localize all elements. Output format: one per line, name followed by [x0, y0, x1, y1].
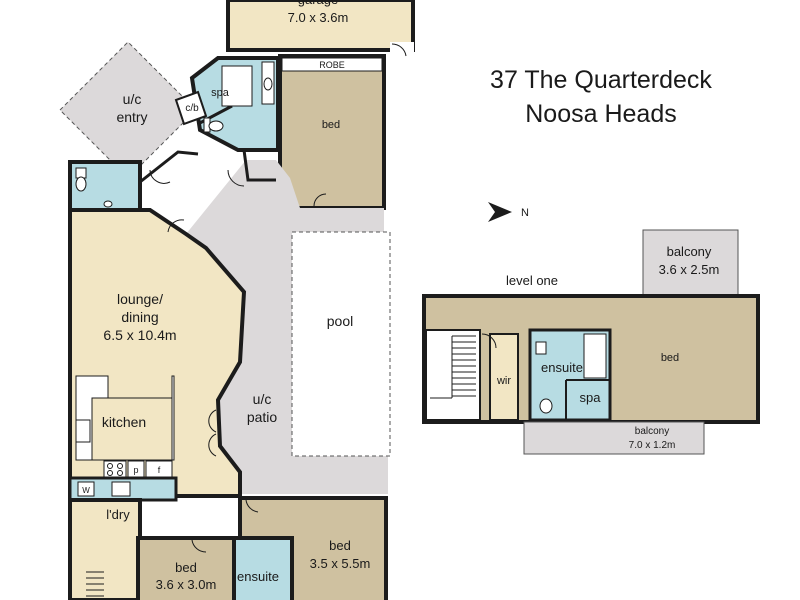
patio-door-swing-2 — [208, 433, 217, 457]
garage-label: garage — [298, 0, 338, 7]
balcony-top-size: 3.6 x 2.5m — [659, 262, 720, 277]
level-one-stairs — [430, 335, 476, 399]
entry-label: u/c — [123, 91, 142, 107]
bed-main-door-swing — [313, 193, 327, 207]
washer-label: W — [82, 486, 90, 495]
spa-label: spa — [211, 87, 230, 99]
address-line-2: Noosa Heads — [525, 100, 676, 128]
compass-label: N — [521, 207, 529, 219]
wir-label: wir — [496, 375, 511, 387]
robe-label: ROBE — [319, 60, 345, 70]
garage-room — [226, 0, 415, 52]
spa-tub — [221, 65, 253, 107]
balcony-top-label: balcony — [667, 244, 712, 259]
level-one-toilet — [539, 398, 553, 414]
bed-2-door-swing — [191, 539, 207, 553]
garage-size: 7.0 x 3.6m — [288, 10, 349, 25]
kitchen-sink — [75, 419, 91, 443]
robe-strip — [281, 57, 383, 72]
balcony-top — [642, 229, 739, 297]
wc2-toilet — [75, 176, 87, 192]
balcony-bottom-size: 7.0 x 1.2m — [629, 440, 676, 451]
lounge-label-2: dining — [121, 309, 158, 325]
pool-area — [291, 231, 391, 457]
pantry-label: p — [133, 465, 138, 475]
pool-label: pool — [327, 313, 353, 329]
hall-wall — [139, 150, 199, 184]
cupboard-room — [174, 90, 208, 126]
patio-door-swing — [208, 409, 217, 433]
garage-door-swing — [391, 43, 407, 57]
lower-passage — [68, 498, 142, 600]
bed-2-room — [136, 536, 236, 600]
kitchen-label: kitchen — [102, 414, 146, 430]
address-line-1: 37 The Quarterdeck — [490, 66, 712, 94]
patio-label-2: patio — [247, 409, 278, 425]
cooktop-burner-1 — [107, 463, 113, 469]
lounge-label: lounge/ — [117, 291, 163, 307]
level-one-basin — [535, 341, 547, 355]
wir-room — [489, 333, 519, 421]
bed-main-room — [278, 54, 386, 210]
bed-3-label: bed — [329, 538, 351, 553]
wir-door-swing — [481, 333, 497, 349]
hall-wall-2 — [242, 149, 276, 182]
level-one-shower — [583, 333, 607, 379]
level-one-bed-label: bed — [661, 352, 679, 364]
wc2-basin — [103, 200, 113, 208]
lounge-door-swing — [167, 219, 185, 233]
spa-basin — [263, 77, 273, 91]
cooktop-burner-4 — [117, 470, 123, 476]
laundry-tub — [111, 481, 131, 497]
fridge-label: f — [158, 465, 161, 475]
patio-label: u/c — [253, 391, 272, 407]
cooktop-burner-2 — [117, 463, 123, 469]
level-one-ensuite-label: ensuite — [541, 360, 583, 375]
lounge-size: 6.5 x 10.4m — [103, 327, 176, 343]
bed-2-label: bed — [175, 560, 197, 575]
bed-2-size: 3.6 x 3.0m — [156, 577, 217, 592]
ground-stairs — [86, 571, 104, 597]
kitchen-island — [91, 397, 173, 461]
ensuite-room-top — [232, 536, 294, 600]
garage-door-gap — [390, 42, 414, 52]
bed-3-size: 3.5 x 5.5m — [310, 556, 371, 571]
cooktop-burner-3 — [107, 470, 113, 476]
wc-toilet — [208, 120, 224, 132]
outdoor-area — [186, 160, 388, 494]
hall-door-swing — [149, 169, 171, 184]
cooktop — [103, 460, 127, 478]
level-one-label: level one — [506, 273, 558, 288]
stair-zone — [425, 329, 481, 421]
entry-label-2: entry — [116, 109, 147, 125]
cupboard-label: c/b — [185, 103, 199, 114]
hall-door-swing-2 — [227, 169, 245, 187]
washer-box — [77, 481, 95, 497]
balcony-bottom — [523, 421, 705, 455]
laundry-label: l'dry — [106, 507, 130, 522]
bed-3-door-swing — [245, 499, 259, 513]
level-one-spa-label: spa — [580, 390, 602, 405]
bed-main-label: bed — [322, 119, 340, 131]
compass-arrow-icon — [488, 202, 512, 222]
ensuite-label: ensuite — [237, 569, 279, 584]
balcony-bottom-label: balcony — [635, 426, 669, 437]
